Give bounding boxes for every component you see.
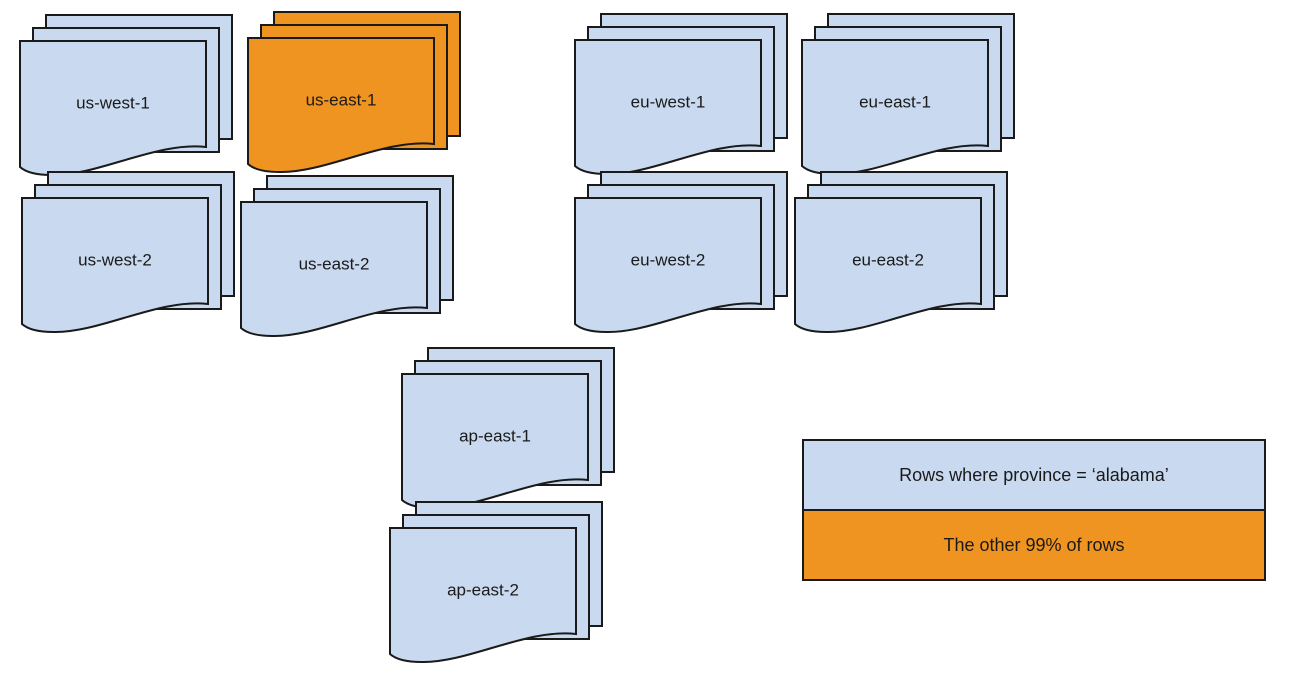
region-stack-us-east-2[interactable]: us-east-2	[240, 175, 454, 338]
region-label-eu-east-1: eu-east-1	[859, 92, 931, 111]
stack-sheet-front	[574, 197, 762, 334]
region-stack-us-west-1[interactable]: us-west-1	[19, 14, 233, 177]
legend: Rows where province = ‘alabama’ The other…	[802, 439, 1266, 581]
stack-sheet-front	[240, 201, 428, 338]
region-stack-us-west-2[interactable]: us-west-2	[21, 171, 235, 334]
region-label-ap-east-2: ap-east-2	[447, 580, 519, 599]
stack-sheet-front	[21, 197, 209, 334]
region-stack-eu-east-1[interactable]: eu-east-1	[801, 13, 1015, 176]
legend-alabama-label: Rows where province = ‘alabama’	[899, 465, 1169, 485]
region-stack-us-east-1[interactable]: us-east-1	[247, 11, 461, 174]
legend-other-label: The other 99% of rows	[943, 535, 1124, 555]
region-stack-eu-west-1[interactable]: eu-west-1	[574, 13, 788, 176]
region-stack-ap-east-2[interactable]: ap-east-2	[389, 501, 603, 664]
region-stack-ap-east-1[interactable]: ap-east-1	[401, 347, 615, 510]
legend-alabama-swatch	[802, 439, 1266, 511]
region-stack-eu-east-2[interactable]: eu-east-2	[794, 171, 1008, 334]
region-label-ap-east-1: ap-east-1	[459, 426, 531, 445]
stack-sheet-front	[794, 197, 982, 334]
region-label-us-east-2: us-east-2	[299, 254, 370, 273]
stack-sheet-front	[247, 37, 435, 174]
region-label-eu-west-1: eu-west-1	[631, 92, 706, 111]
region-label-us-east-1: us-east-1	[306, 90, 377, 109]
region-stacks-layer: us-west-1 us-west-2 us-east-1 us-east-2 eu-w…	[19, 11, 1015, 664]
region-label-us-west-2: us-west-2	[78, 250, 152, 269]
region-label-eu-west-2: eu-west-2	[631, 250, 706, 269]
region-stack-eu-west-2[interactable]: eu-west-2	[574, 171, 788, 334]
region-label-us-west-1: us-west-1	[76, 93, 150, 112]
region-label-eu-east-2: eu-east-2	[852, 250, 924, 269]
legend-other-swatch	[802, 509, 1266, 581]
stack-sheet-front	[389, 527, 577, 664]
